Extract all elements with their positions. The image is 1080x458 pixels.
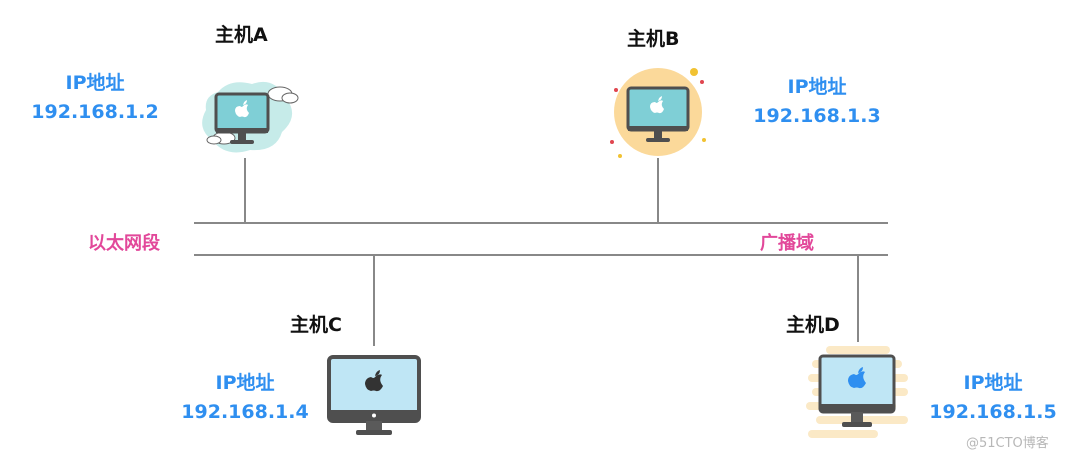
host-d-ip-label: IP地址 — [963, 372, 1023, 394]
host-b-ip-address: 192.168.1.3 — [753, 105, 881, 127]
host-a-title: 主机A — [215, 24, 268, 46]
ethernet-segment-label: 以太网段 — [88, 233, 160, 254]
connector-host-d — [857, 256, 859, 342]
host-b-ip-label: IP地址 — [787, 76, 847, 98]
host-b-computer-icon — [604, 64, 714, 164]
host-b-ip-block: IP地址 192.168.1.3 — [752, 72, 882, 127]
host-a-ip-label: IP地址 — [65, 72, 125, 94]
host-c-computer-icon — [326, 354, 422, 442]
bus-line-bottom — [194, 254, 888, 256]
watermark: @51CTO博客 — [966, 436, 1049, 451]
host-c-ip-address: 192.168.1.4 — [181, 401, 309, 423]
host-d-computer-icon — [806, 344, 914, 444]
host-b-title: 主机B — [627, 28, 680, 50]
host-d-ip-block: IP地址 192.168.1.5 — [928, 368, 1058, 423]
connector-host-c — [373, 256, 375, 346]
host-c-ip-label: IP地址 — [215, 372, 275, 394]
host-d-title: 主机D — [786, 314, 840, 336]
host-a-computer-icon — [190, 70, 302, 166]
host-c-title: 主机C — [290, 314, 342, 336]
host-c-ip-block: IP地址 192.168.1.4 — [180, 368, 310, 423]
host-a-ip-address: 192.168.1.2 — [31, 101, 159, 123]
connector-host-b — [657, 158, 659, 222]
connector-host-a — [244, 158, 246, 222]
broadcast-domain-label: 广播域 — [760, 233, 814, 254]
host-a-ip-block: IP地址 192.168.1.2 — [30, 68, 160, 123]
host-d-ip-address: 192.168.1.5 — [929, 401, 1057, 423]
bus-line-top — [194, 222, 888, 224]
